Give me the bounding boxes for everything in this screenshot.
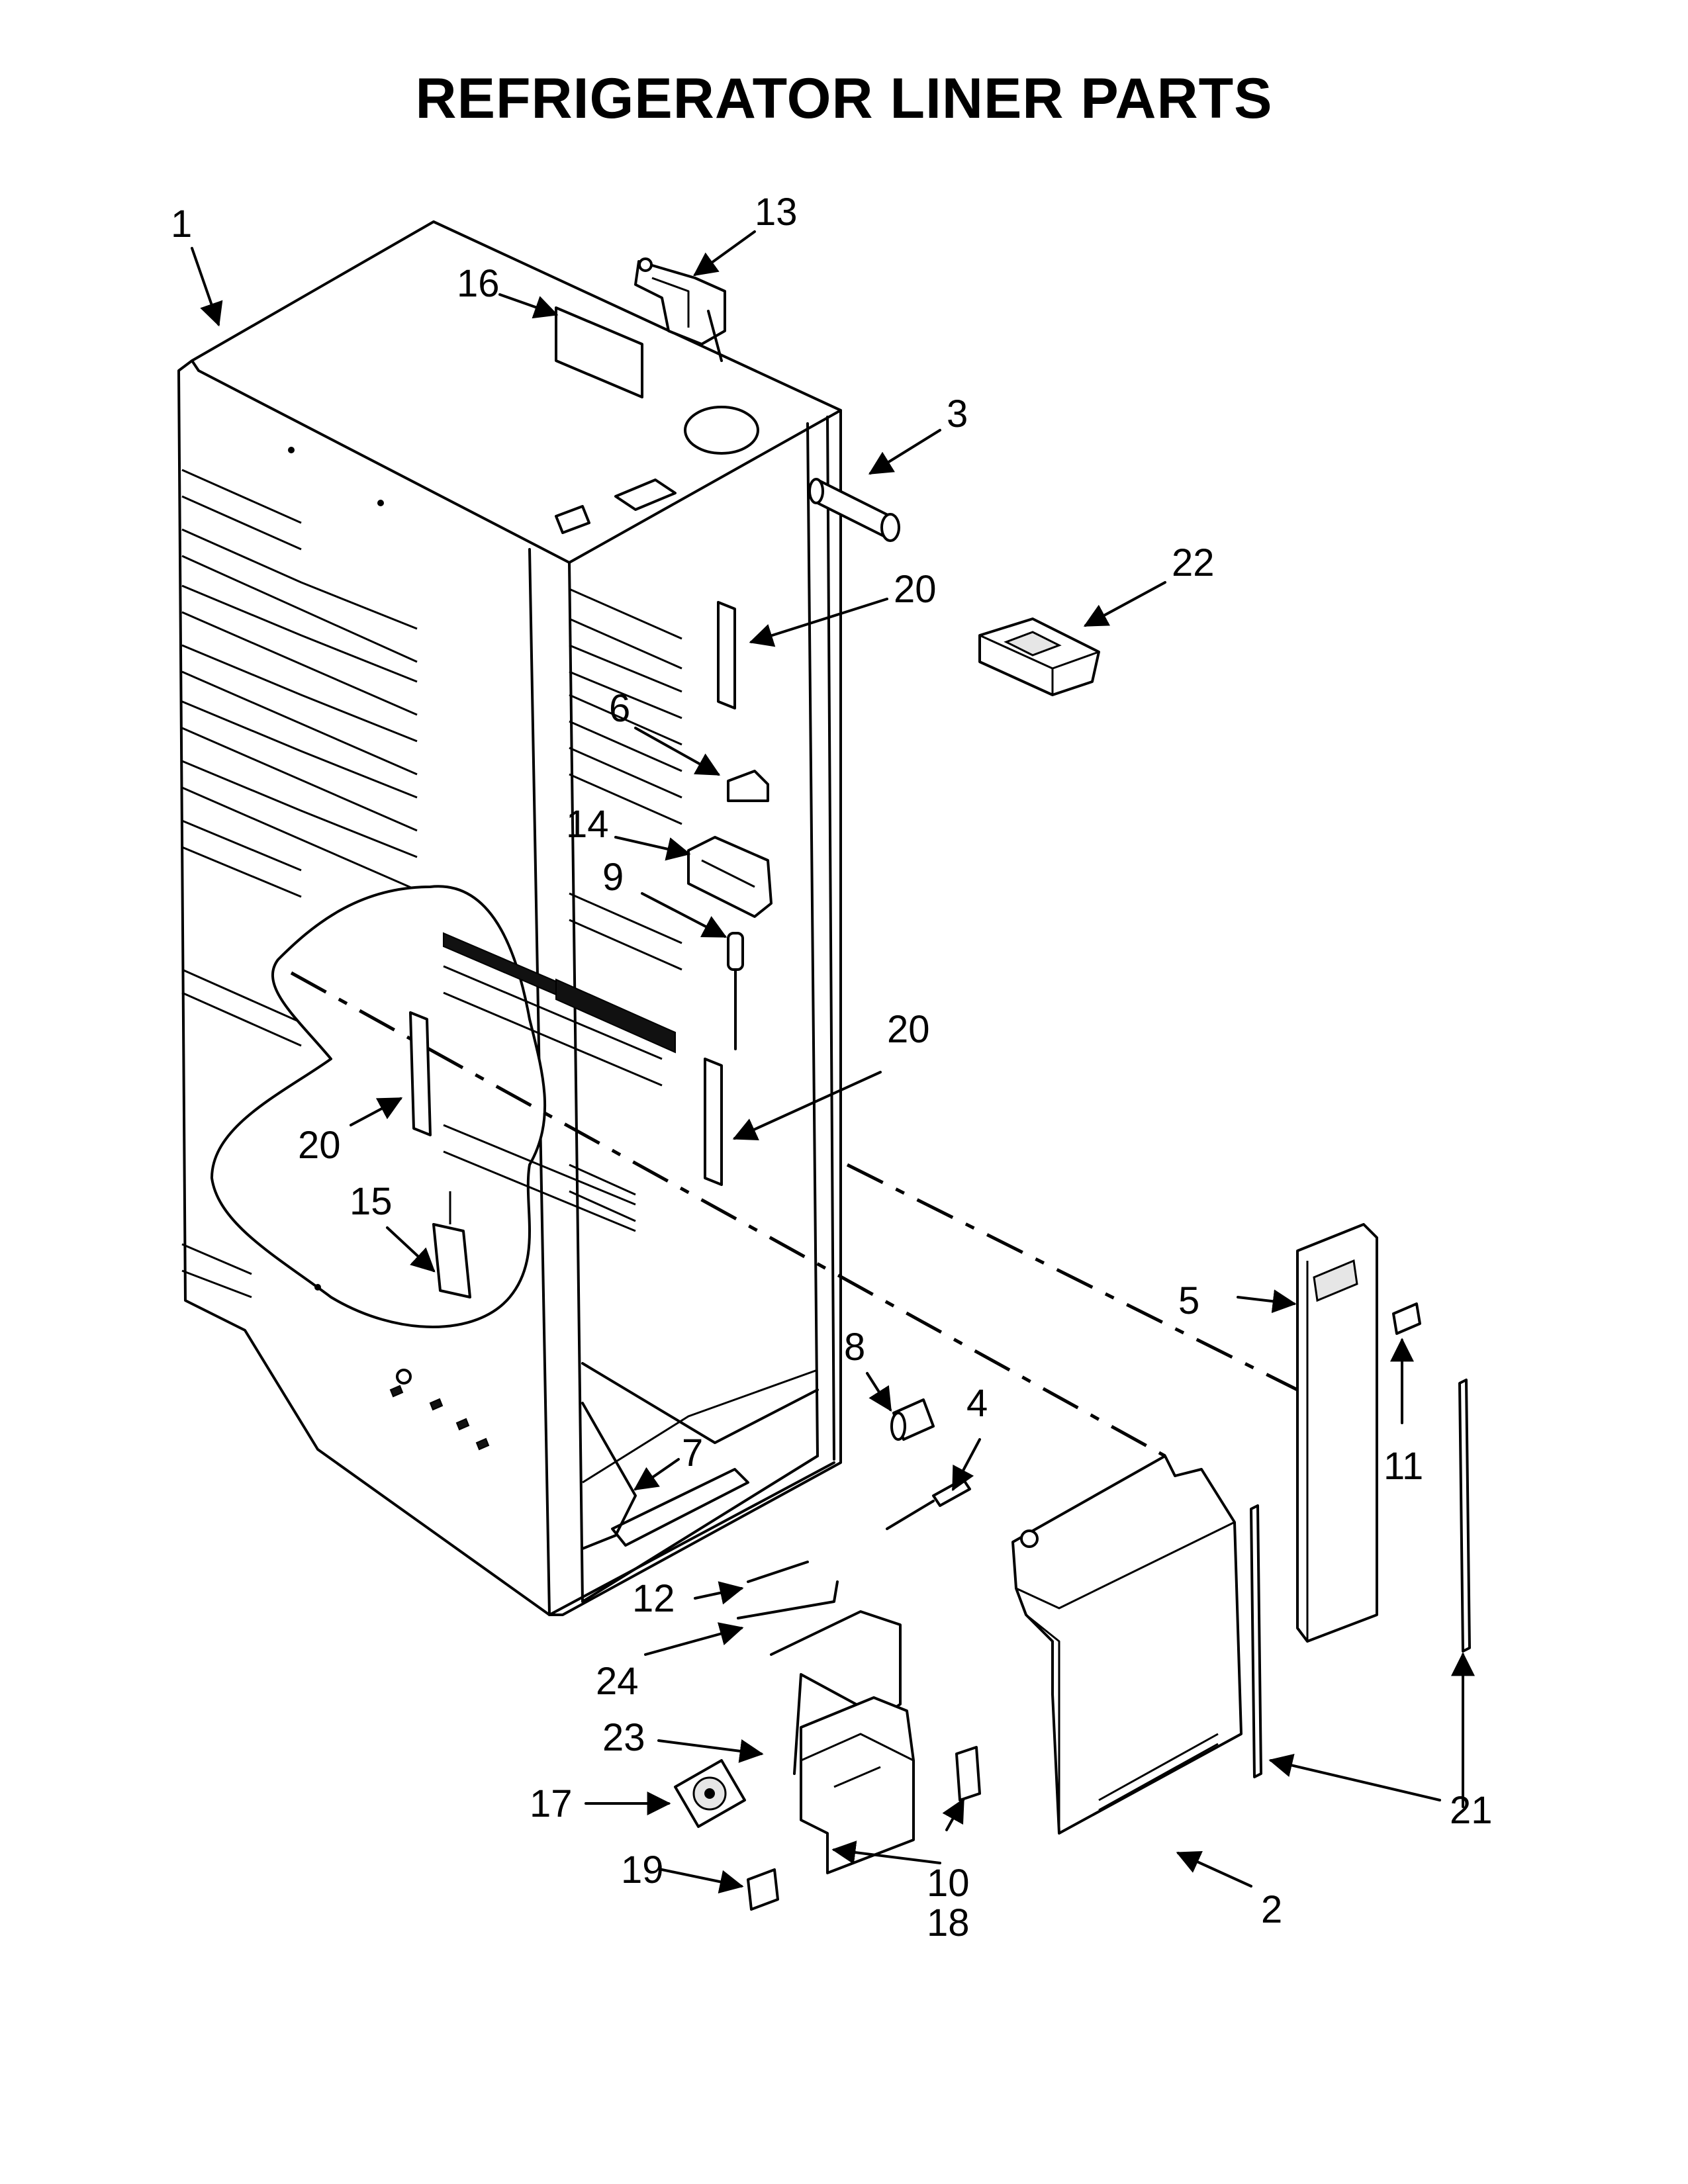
alignment-line-to-panel (846, 1163, 1299, 1392)
callout-20-lower: 20 (887, 1008, 930, 1051)
light-housing-part-20-cutaway (409, 1011, 432, 1136)
callout-6: 6 (609, 687, 630, 730)
callout-21: 21 (1450, 1789, 1493, 1832)
callout-19: 19 (621, 1848, 664, 1891)
cover-plate-part-16 (555, 306, 643, 398)
callout-15: 15 (350, 1180, 393, 1223)
heater-part-15 (432, 1191, 471, 1298)
diagram-title: REFRIGERATOR LINER PARTS (415, 67, 1273, 130)
callout-10: 10 (927, 1862, 970, 1905)
callout-23: 23 (602, 1716, 645, 1759)
callout-3: 3 (947, 392, 968, 435)
evaporator-cover-part-2 (1011, 1455, 1243, 1835)
strip-part-21-right (1458, 1379, 1471, 1653)
damper-part-13 (634, 257, 726, 362)
callout-1: 1 (171, 203, 192, 246)
fan-housing-part-18 (800, 1696, 915, 1874)
callout-5: 5 (1178, 1279, 1199, 1322)
light-cover-part-20-upper (717, 601, 736, 709)
callout-22: 22 (1172, 541, 1215, 584)
callout-4: 4 (966, 1382, 988, 1425)
housing-part-14 (687, 836, 773, 918)
clip-part-10 (955, 1746, 981, 1801)
callout-16: 16 (457, 262, 500, 305)
bracket-part-19 (747, 1868, 779, 1911)
clip-part-6 (727, 770, 769, 802)
strip-part-21-left (1250, 1504, 1262, 1778)
callout-17: 17 (530, 1782, 573, 1825)
water-filter-part-3 (808, 478, 900, 542)
callout-18: 18 (927, 1901, 970, 1944)
dispenser-panel-part-5 (1296, 1223, 1378, 1643)
defrost-heater-part-7 (581, 1402, 749, 1550)
light-cover-part-20-lower (704, 1058, 723, 1186)
callout-9: 9 (602, 856, 624, 899)
callout-2: 2 (1261, 1888, 1282, 1931)
tape-strips-part-12 (737, 1561, 839, 1619)
insulation-part-24 (770, 1610, 902, 1775)
callout-20-cutaway: 20 (298, 1124, 341, 1167)
callout-13: 13 (755, 191, 798, 234)
fan-motor-part-17 (674, 1759, 746, 1828)
callout-24: 24 (596, 1660, 639, 1703)
thermal-fuse-part-4 (886, 1478, 971, 1530)
callout-8: 8 (844, 1326, 865, 1369)
liner-part-1 (177, 220, 842, 1616)
callout-11: 11 (1383, 1445, 1423, 1488)
callout-labels: 1 13 16 3 22 20 6 14 9 20 20 15 8 4 7 5 … (171, 191, 1493, 1944)
callout-7: 7 (682, 1432, 703, 1475)
callout-14: 14 (566, 803, 609, 846)
sensor-part-11 (1392, 1302, 1421, 1335)
callout-12: 12 (632, 1577, 675, 1620)
connector-part-8 (890, 1398, 935, 1441)
callout-20-upper: 20 (894, 568, 937, 611)
thermistor-part-9 (727, 932, 744, 1050)
leader-arrows (191, 230, 1475, 1894)
control-board-part-22 (978, 617, 1100, 696)
alignment-line-to-cover (290, 971, 1166, 1458)
